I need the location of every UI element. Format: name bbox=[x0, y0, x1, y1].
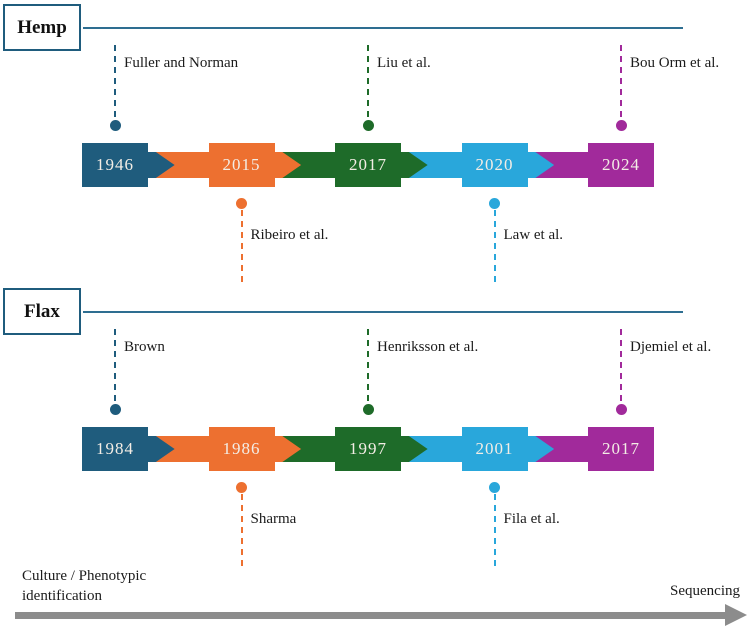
annotation-dot-above bbox=[109, 119, 121, 131]
arrow-chevron-icon bbox=[274, 436, 302, 462]
timeline-block-2017: 2017 bbox=[335, 143, 401, 187]
axis-label-left: Culture / Phenotypic identification bbox=[22, 566, 146, 606]
timeline-title-flax: Flax bbox=[24, 300, 60, 322]
connector-band bbox=[148, 436, 209, 462]
timeline-block-2020: 2020 bbox=[461, 143, 528, 187]
axis-arrow-head-icon bbox=[725, 604, 747, 626]
annotation-dot-below bbox=[236, 197, 247, 209]
year-label: 2017 bbox=[349, 155, 387, 174]
annotation-label-above: Henriksson et al. bbox=[377, 339, 479, 355]
annotation-label-above: Brown bbox=[124, 339, 165, 355]
annotation-dot-below bbox=[489, 481, 500, 493]
annotation-dot-above bbox=[615, 119, 627, 131]
annotation-label-above: Liu et al. bbox=[377, 55, 431, 71]
annotation-dot-above bbox=[109, 403, 121, 415]
annotation-dash-above bbox=[367, 329, 369, 402]
annotation-dash-below bbox=[240, 494, 243, 569]
annotation-dot-above bbox=[615, 403, 627, 415]
timeline-block-2001: 2001 bbox=[461, 427, 528, 471]
year-label: 2001 bbox=[475, 439, 514, 458]
connector-band bbox=[401, 152, 462, 178]
year-label: 1984 bbox=[96, 439, 134, 458]
axis-label-right: Sequencing bbox=[670, 583, 740, 599]
timeline-rule-flax bbox=[83, 311, 683, 313]
timeline-rule-hemp bbox=[83, 27, 683, 29]
annotation-dash-above bbox=[114, 329, 116, 402]
timeline-block-2015: 2015 bbox=[208, 143, 275, 187]
annotation-dash-above bbox=[367, 45, 369, 118]
annotation-label-above: Bou Orm et al. bbox=[630, 55, 720, 71]
axis-label-left-line2: identification bbox=[22, 588, 102, 604]
annotation-dash-below bbox=[493, 210, 496, 285]
axis-arrow-shaft bbox=[15, 612, 725, 619]
year-label: 2024 bbox=[602, 155, 640, 174]
annotation-dot-above bbox=[362, 403, 374, 415]
connector-band bbox=[527, 436, 588, 462]
timeline-block-1986: 1986 bbox=[208, 427, 275, 471]
annotation-dot-above bbox=[362, 119, 374, 131]
annotation-dash-above bbox=[114, 45, 116, 118]
connector-band bbox=[274, 436, 335, 462]
annotation-label-below: Ribeiro et al. bbox=[250, 227, 329, 243]
annotation-label-below: Sharma bbox=[250, 511, 297, 527]
annotation-label-above: Djemiel et al. bbox=[630, 339, 712, 355]
connector-band bbox=[274, 152, 335, 178]
year-label: 2017 bbox=[602, 439, 640, 458]
arrow-chevron-icon bbox=[401, 436, 428, 462]
annotation-label-above: Fuller and Norman bbox=[124, 55, 239, 71]
annotation-dash-below bbox=[493, 494, 496, 569]
year-label: 2015 bbox=[222, 155, 261, 174]
year-label: 2020 bbox=[475, 155, 514, 174]
timeline-title-hemp: Hemp bbox=[17, 16, 67, 38]
connector-band bbox=[527, 152, 588, 178]
connector-band bbox=[148, 152, 209, 178]
connector-band bbox=[401, 436, 462, 462]
timeline-block-1984: 1984 bbox=[82, 427, 148, 471]
annotation-dash-above bbox=[620, 45, 622, 118]
timeline-block-2017: 2017 bbox=[588, 427, 654, 471]
axis-label-left-line1: Culture / Phenotypic bbox=[22, 568, 147, 584]
year-label: 1986 bbox=[222, 439, 261, 458]
timeline-title-box-hemp: Hemp bbox=[3, 4, 81, 51]
annotation-dash-above bbox=[620, 329, 622, 402]
timeline-block-2024: 2024 bbox=[588, 143, 654, 187]
year-label: 1997 bbox=[349, 439, 387, 458]
annotation-dot-below bbox=[236, 481, 247, 493]
timeline-block-1946: 1946 bbox=[82, 143, 148, 187]
year-label: 1946 bbox=[96, 155, 134, 174]
arrow-chevron-icon bbox=[527, 436, 555, 462]
arrow-chevron-icon bbox=[148, 436, 175, 462]
annotation-label-below: Fila et al. bbox=[503, 511, 560, 527]
annotation-dot-below bbox=[489, 197, 500, 209]
timeline-block-1997: 1997 bbox=[335, 427, 401, 471]
annotation-label-below: Law et al. bbox=[503, 227, 564, 243]
annotation-dash-below bbox=[240, 210, 243, 285]
timeline-title-box-flax: Flax bbox=[3, 288, 81, 335]
